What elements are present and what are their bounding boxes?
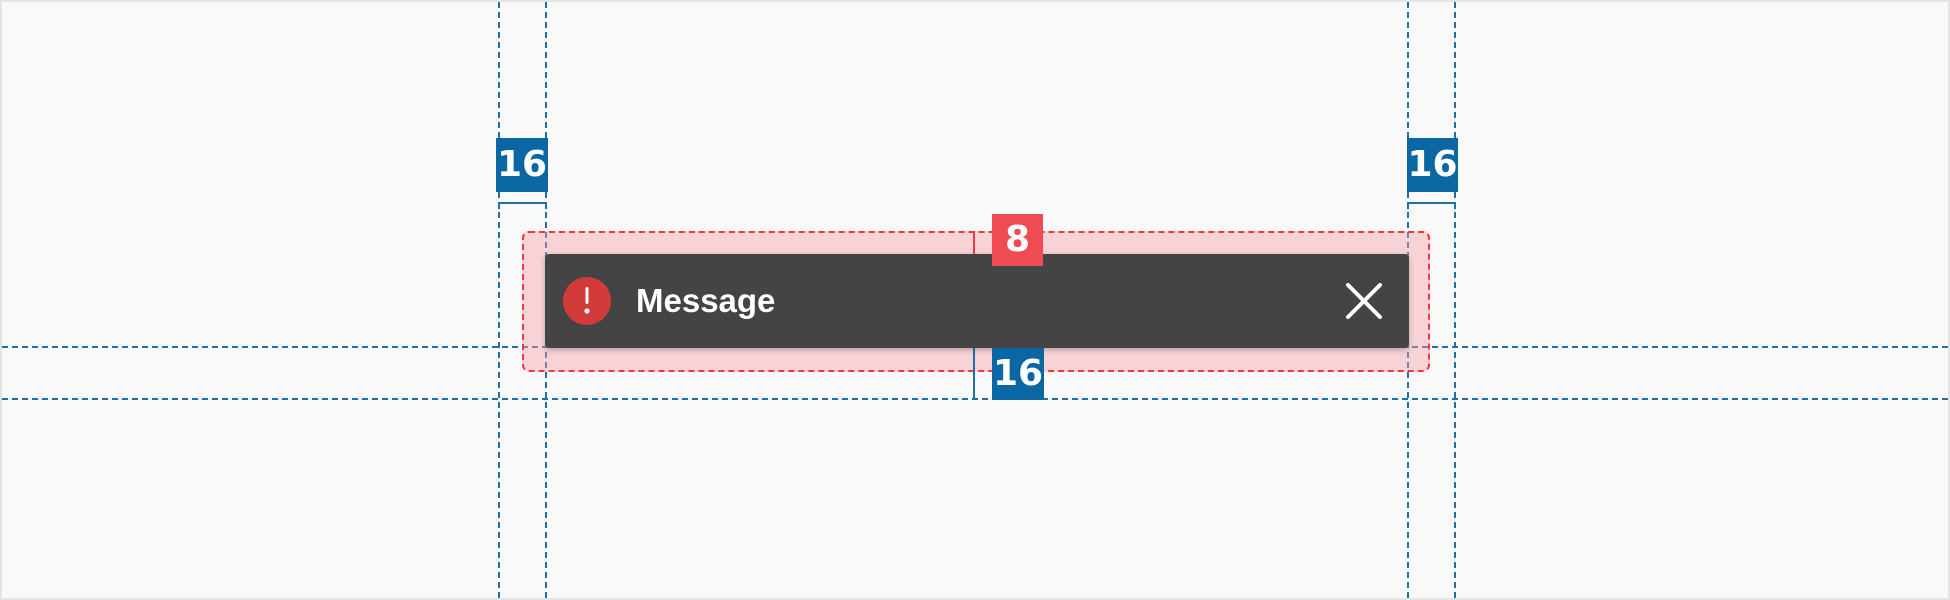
close-button[interactable] <box>1341 278 1387 324</box>
top-gap-tick <box>973 231 975 254</box>
close-icon <box>1346 283 1382 319</box>
vertical-guide-left-outer <box>498 2 500 598</box>
snackbar: Message <box>545 254 1409 348</box>
horizontal-guide-margin-bottom <box>2 398 1948 400</box>
right-padding-badge: 16 <box>1407 138 1458 192</box>
right-padding-bracket <box>1407 202 1456 209</box>
left-padding-badge: 16 <box>496 138 548 192</box>
top-gap-badge: 8 <box>992 214 1043 266</box>
bottom-margin-tick <box>973 348 975 400</box>
alert-icon <box>563 277 611 325</box>
left-padding-bracket <box>498 202 547 209</box>
snackbar-message: Message <box>636 282 776 319</box>
bottom-margin-badge: 16 <box>992 348 1044 400</box>
vertical-guide-right-outer <box>1454 2 1456 598</box>
